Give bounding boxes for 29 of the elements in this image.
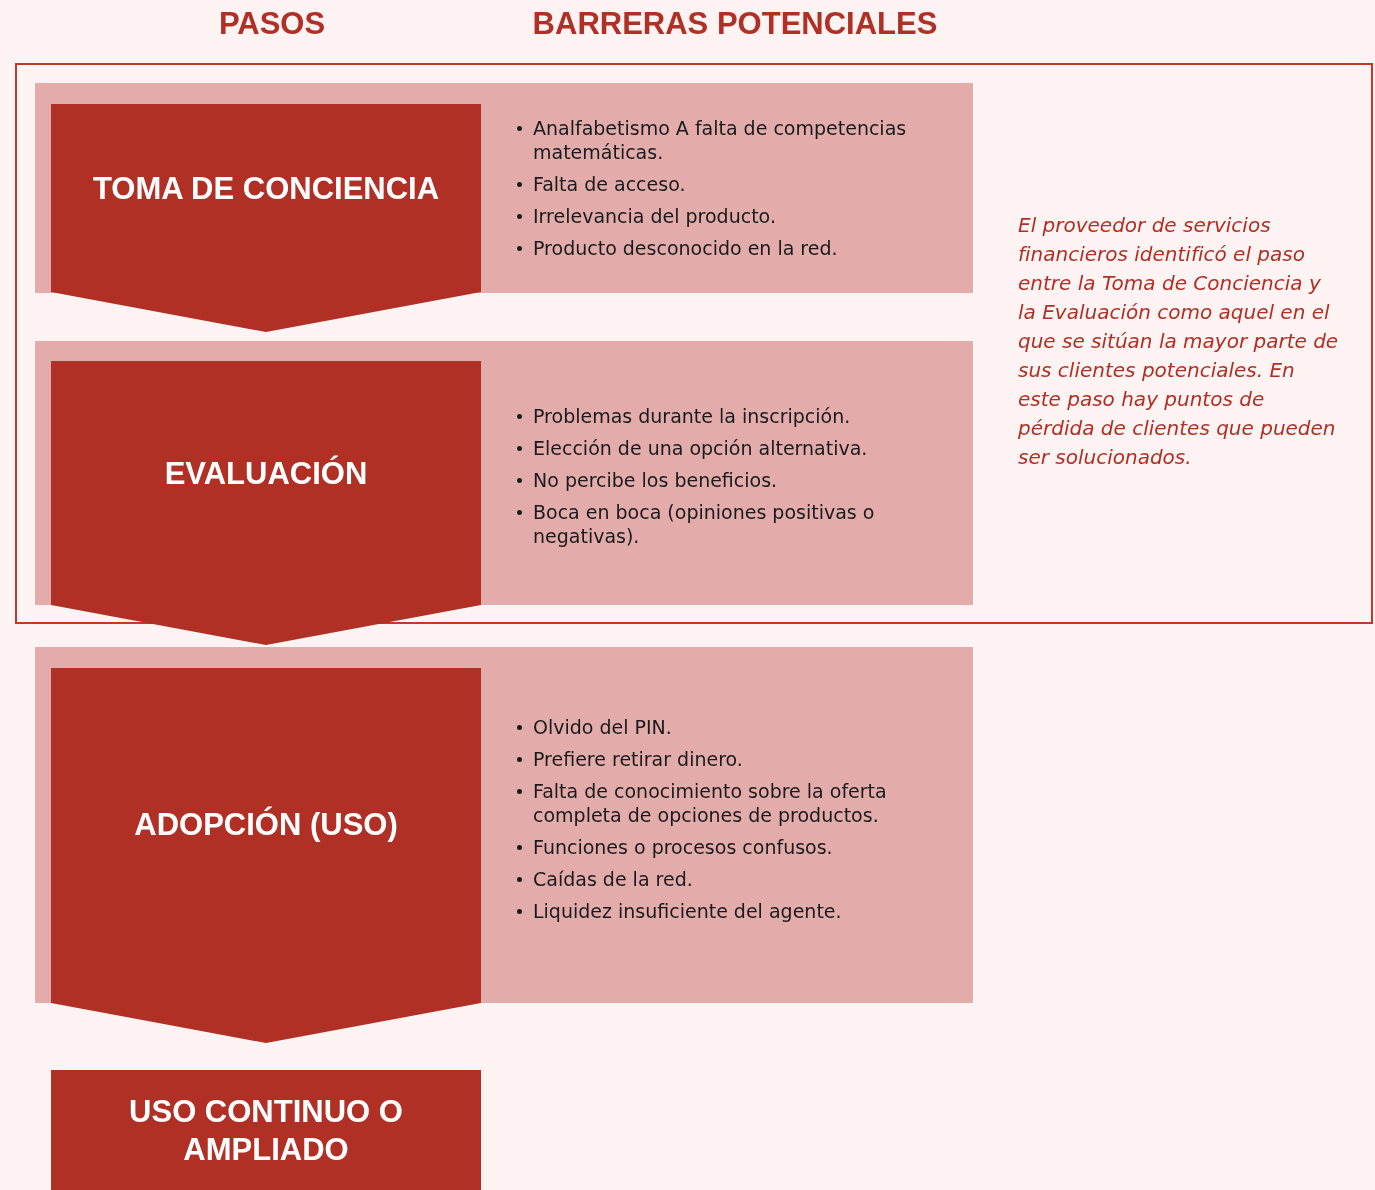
flow-arrow [51, 292, 481, 332]
step-title: ADOPCIÓN (USO) [133, 806, 399, 844]
column-heading: PASOS [218, 6, 326, 42]
note-text: El proveedor de servicios financieros identificó el paso entre la Toma de Conciencia y la Evaluación como aquel en el que se sitúan la mayor parte de sus clientes potenciales. En este paso hay puntos de pérdida de clientes que pueden ser solucionados. [1018, 212, 1340, 471]
barrier-item: Olvido del PIN. [515, 715, 953, 739]
highlight-frame [15, 63, 1373, 624]
barrier-item: No percibe los beneficios. [515, 468, 953, 492]
barrier-panel [35, 341, 973, 605]
flow-arrow [51, 605, 481, 645]
barrier-item: Caídas de la red. [515, 867, 953, 891]
step-box [51, 1070, 481, 1190]
step-title: TOMA DE CONCIENCIA [91, 170, 441, 208]
barrier-item: Prefiere retirar dinero. [515, 747, 953, 771]
barrier-item: Funciones o procesos confusos. [515, 835, 953, 859]
step-title: USO CONTINUO O AMPLIADO [128, 1093, 404, 1169]
barrier-item: Irrelevancia del producto. [515, 204, 953, 228]
barrier-item: Analfabetismo A falta de competencias matemáticas. [515, 116, 953, 164]
barrier-panel [35, 83, 973, 293]
barrier-panel [35, 647, 973, 1003]
barrier-item: Boca en boca (opiniones positivas o negativas). [515, 500, 953, 548]
barrier-item: Producto desconocido en la red. [515, 236, 953, 260]
barrier-item: Falta de conocimiento sobre la oferta completa de opciones de productos. [515, 779, 953, 827]
column-heading: BARRERAS POTENCIALES [532, 6, 938, 42]
barrier-item: Falta de acceso. [515, 172, 953, 196]
barrier-item: Problemas durante la inscripción. [515, 404, 953, 428]
barrier-item: Liquidez insuficiente del agente. [515, 899, 953, 923]
flow-arrow [51, 1003, 481, 1043]
step-title: EVALUACIÓN [163, 455, 369, 493]
barrier-item: Elección de una opción alternativa. [515, 436, 953, 460]
